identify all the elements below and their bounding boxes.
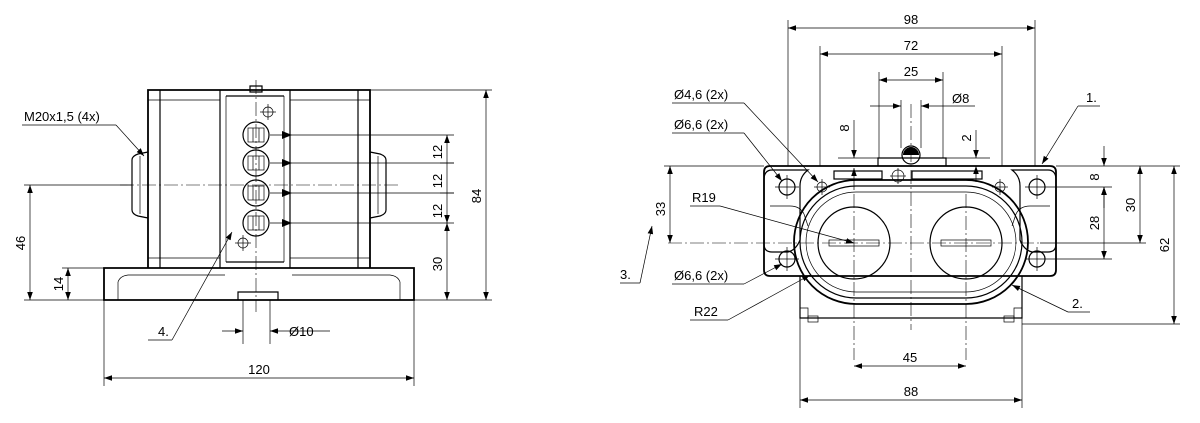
callout-1: 1. bbox=[1086, 90, 1097, 105]
dim-phi66-top: Ø6,6 (2x) bbox=[674, 117, 728, 132]
dim-72: 72 bbox=[904, 38, 918, 53]
dim-r19: R19 bbox=[692, 190, 716, 205]
dim-28: 28 bbox=[1087, 216, 1102, 230]
dim-30-right: 30 bbox=[1123, 198, 1138, 212]
right-view: 98 72 25 Ø8 8 2 Ø4,6 (2x) Ø6,6 bbox=[620, 12, 1180, 408]
dim-8-top: 8 bbox=[837, 124, 852, 131]
dim-30-left: 30 bbox=[430, 257, 445, 271]
dim-46: 46 bbox=[13, 236, 28, 250]
callout-2: 2. bbox=[1072, 296, 1083, 311]
dim-62: 62 bbox=[1157, 238, 1172, 252]
dim-120: 120 bbox=[248, 362, 270, 377]
dim-2: 2 bbox=[959, 134, 974, 141]
dim-33: 33 bbox=[653, 202, 668, 216]
dim-88: 88 bbox=[904, 384, 918, 399]
callout-4: 4. bbox=[158, 324, 169, 339]
callout-3: 3. bbox=[620, 267, 631, 282]
dim-84: 84 bbox=[469, 189, 484, 203]
dim-12-b: 12 bbox=[430, 174, 445, 188]
dim-phi46: Ø4,6 (2x) bbox=[674, 87, 728, 102]
dim-phi10: Ø10 bbox=[289, 324, 314, 339]
dim-45: 45 bbox=[903, 350, 917, 365]
dim-12-c: 12 bbox=[430, 204, 445, 218]
dim-r22: R22 bbox=[694, 304, 718, 319]
dim-25: 25 bbox=[904, 64, 918, 79]
dim-98: 98 bbox=[904, 12, 918, 27]
thread-label: M20x1,5 (4x) bbox=[24, 109, 100, 124]
left-view: 12 12 12 30 84 46 14 120 Ø10 bbox=[13, 80, 492, 386]
dim-phi66-bot: Ø6,6 (2x) bbox=[674, 268, 728, 283]
dim-phi8: Ø8 bbox=[952, 91, 969, 106]
dim-12-a: 12 bbox=[430, 145, 445, 159]
dim-14: 14 bbox=[51, 277, 66, 291]
mounting-holes bbox=[775, 168, 1049, 271]
dim-8-right: 8 bbox=[1087, 173, 1102, 180]
